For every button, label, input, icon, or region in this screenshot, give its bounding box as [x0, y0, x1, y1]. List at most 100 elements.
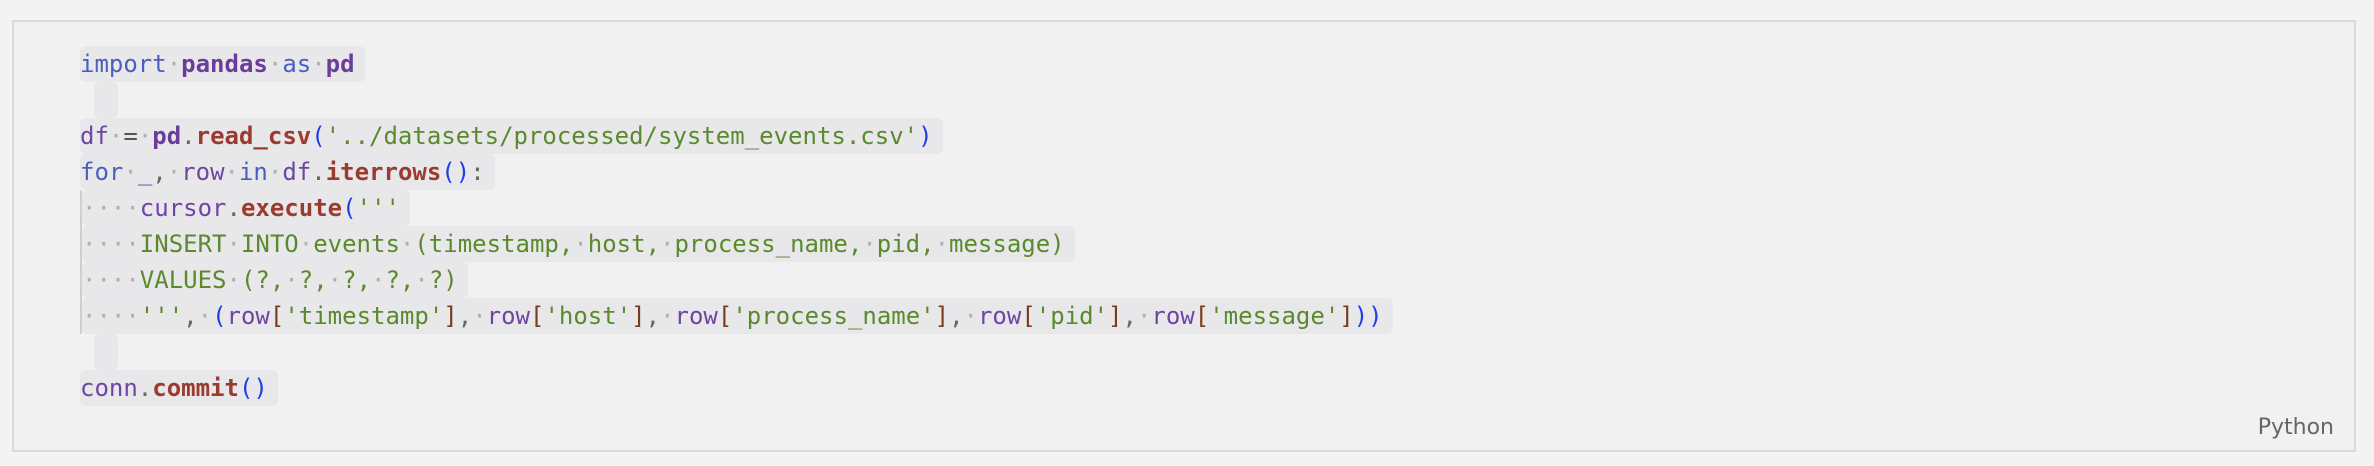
whitespace-marker-token: · — [137, 122, 153, 150]
variable-token: conn — [80, 374, 138, 402]
string-token: INTO — [240, 230, 299, 258]
operator-token: = — [123, 122, 138, 150]
parenthesis-token: ) — [918, 122, 933, 150]
parenthesis-token: () — [238, 374, 268, 402]
line-highlight — [94, 334, 118, 370]
keyword-token: import — [80, 50, 167, 78]
punctuation-token: . — [137, 374, 153, 402]
string-token: ?, — [385, 266, 415, 294]
string-token: VALUES — [139, 266, 227, 294]
string-token: events — [313, 230, 400, 258]
string-token: ?, — [342, 266, 372, 294]
parenthesis-token: ( — [212, 302, 227, 330]
parenthesis-token: ( — [311, 122, 326, 150]
bracket-token: [ — [1021, 302, 1036, 330]
whitespace-marker-token: · — [573, 230, 588, 258]
whitespace-marker-token: · — [166, 50, 182, 78]
bracket-token: ] — [1108, 302, 1123, 330]
variable-token: row — [486, 302, 530, 330]
string-token: process_name, — [674, 230, 863, 258]
whitespace-marker-token: · — [311, 50, 326, 78]
bracket-token: [ — [269, 302, 285, 330]
code-line — [80, 334, 1393, 370]
code-editor[interactable]: import·pandas·as·pd df·=·pd.read_csv('..… — [80, 46, 1393, 406]
whitespace-marker-token: · — [399, 230, 415, 258]
whitespace-marker-token: · — [226, 230, 241, 258]
code-line: import·pandas·as·pd — [80, 46, 1393, 82]
whitespace-marker-token: ···· — [82, 194, 140, 222]
string-token: host, — [587, 230, 661, 258]
punctuation-token: , — [1122, 302, 1137, 330]
punctuation-token: , — [457, 302, 473, 330]
whitespace-marker-token: · — [224, 158, 239, 186]
whitespace-marker-token: ···· — [82, 230, 140, 258]
keyword-token: in — [238, 158, 268, 186]
whitespace-marker-token: · — [327, 266, 343, 294]
function-name-token: read_csv — [195, 122, 312, 150]
string-token: ?, — [298, 266, 328, 294]
line-highlight: ····INSERT·INTO·events·(timestamp,·host,… — [82, 226, 1075, 262]
line-highlight: ····''',·(row['timestamp'],·row['host'],… — [82, 298, 1393, 334]
whitespace-marker-token: · — [267, 50, 283, 78]
string-token: '../datasets/processed/system_events.csv… — [325, 122, 919, 150]
bracket-token: ] — [1339, 302, 1354, 330]
string-token: INSERT — [139, 230, 227, 258]
code-block: import·pandas·as·pd df·=·pd.read_csv('..… — [12, 20, 2356, 452]
whitespace-marker-token: · — [660, 302, 675, 330]
line-highlight: import·pandas·as·pd — [80, 46, 365, 82]
keyword-token: for — [80, 158, 124, 186]
punctuation-token: , — [949, 302, 964, 330]
whitespace-marker-token: · — [934, 230, 950, 258]
punctuation-token: . — [226, 194, 241, 222]
whitespace-marker-token: · — [267, 158, 283, 186]
function-name-token: execute — [240, 194, 343, 222]
string-token: 'host' — [544, 302, 632, 330]
code-line: ····INSERT·INTO·events·(timestamp,·host,… — [80, 226, 1393, 262]
whitespace-marker-token: · — [123, 158, 138, 186]
string-token: 'process_name' — [732, 302, 935, 330]
parenthesis-token: () — [441, 158, 471, 186]
variable-token: row — [1151, 302, 1195, 330]
whitespace-marker-token: · — [166, 158, 182, 186]
keyword-token: as — [282, 50, 312, 78]
string-token: (timestamp, — [414, 230, 574, 258]
parenthesis-token: ) — [1368, 302, 1383, 330]
variable-token: row — [674, 302, 718, 330]
function-name-token: commit — [152, 374, 239, 402]
string-token: (?, — [240, 266, 285, 294]
string-token: ?) — [428, 266, 458, 294]
punctuation-token: , — [152, 158, 167, 186]
whitespace-marker-token: · — [660, 230, 675, 258]
whitespace-marker-token: · — [414, 266, 429, 294]
bracket-token: ] — [443, 302, 458, 330]
code-line: conn.commit() — [80, 370, 1393, 406]
code-line: ····VALUES·(?,·?,·?,·?,·?) — [80, 262, 1393, 298]
line-highlight: ····cursor.execute(''' — [82, 190, 410, 226]
variable-token: row — [977, 302, 1022, 330]
module-name-token: pd — [152, 122, 182, 150]
string-token: 'pid' — [1035, 302, 1109, 330]
whitespace-marker-token: · — [108, 122, 124, 150]
whitespace-marker-token: · — [284, 266, 299, 294]
whitespace-marker-token: · — [197, 302, 213, 330]
module-name-token: pd — [325, 50, 355, 78]
whitespace-marker-token: · — [472, 302, 487, 330]
punctuation-token: . — [181, 122, 196, 150]
bracket-token: ] — [934, 302, 950, 330]
whitespace-marker-token: · — [226, 266, 241, 294]
variable-token: _ — [137, 158, 153, 186]
variable-token: cursor — [139, 194, 227, 222]
line-highlight: df·=·pd.read_csv('../datasets/processed/… — [80, 118, 943, 154]
variable-token: df — [282, 158, 312, 186]
punctuation-token: , — [645, 302, 661, 330]
parenthesis-token: ( — [342, 194, 357, 222]
whitespace-marker-token: · — [298, 230, 314, 258]
language-label: Python — [2257, 415, 2334, 440]
line-highlight: conn.commit() — [80, 370, 278, 406]
variable-token: df — [80, 122, 109, 150]
code-line: ····''',·(row['timestamp'],·row['host'],… — [80, 298, 1393, 334]
whitespace-marker-token: · — [963, 302, 978, 330]
string-token: pid, — [876, 230, 935, 258]
string-token: 'message' — [1209, 302, 1340, 330]
whitespace-marker-token: ···· — [82, 266, 140, 294]
